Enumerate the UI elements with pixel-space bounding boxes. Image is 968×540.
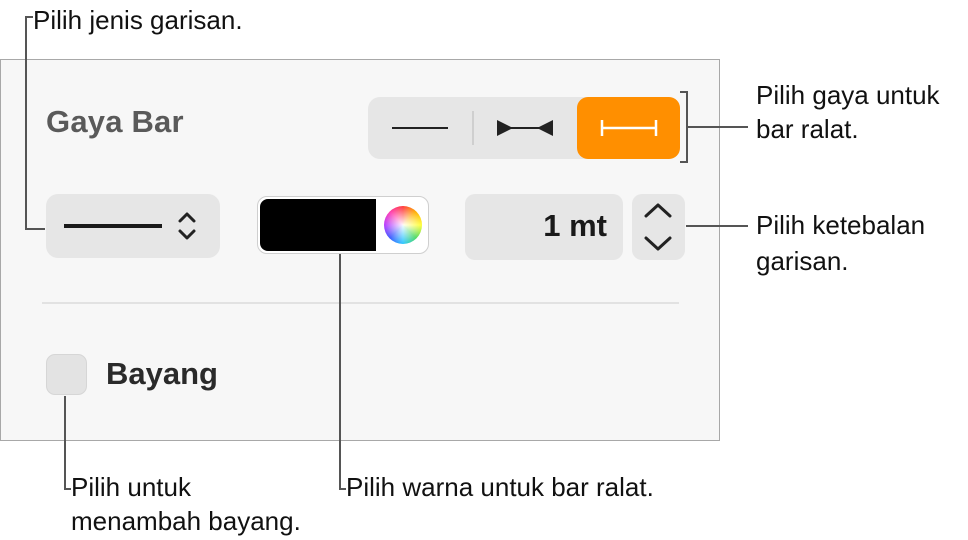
callout-color: Pilih warna untuk bar ralat. [346, 472, 654, 502]
style-end-cap-line-button[interactable] [577, 97, 680, 159]
callout-thickness-line1: Pilih ketebalan [756, 210, 926, 240]
callout-color-tick [339, 488, 346, 490]
line-thickness-field[interactable]: 1 mt [465, 194, 623, 260]
callout-shadow-line2: menambah bayang. [71, 506, 301, 536]
callout-line-type-tick [25, 16, 33, 18]
callout-line-type-leader [25, 16, 27, 230]
callout-line-type: Pilih jenis garisan. [33, 5, 243, 35]
color-swatch[interactable] [260, 199, 376, 251]
callout-bar-style-line2: bar ralat. [756, 114, 859, 144]
arrowhead-line-icon [497, 120, 553, 136]
shadow-checkbox[interactable] [46, 354, 87, 395]
segment-divider [472, 111, 474, 145]
line-thickness-value: 1 mt [543, 208, 607, 243]
plain-line-icon [392, 127, 448, 129]
section-divider [42, 302, 679, 304]
line-color-well[interactable] [257, 196, 429, 254]
callout-thickness-leader [686, 225, 748, 227]
chevron-up-down-icon [178, 212, 196, 240]
callout-thickness-line2: garisan. [756, 246, 849, 276]
stepper-arrows-icon [644, 203, 672, 251]
shadow-checkbox-label: Bayang [106, 356, 218, 391]
callout-shadow-tick [64, 488, 71, 490]
bar-style-segmented-control [368, 97, 680, 159]
callout-shadow-leader [64, 396, 66, 490]
callout-line-type-connector [25, 228, 45, 230]
callout-color-leader [339, 254, 341, 490]
line-type-popup[interactable] [46, 194, 220, 258]
bracket-bottom [680, 161, 688, 163]
callout-shadow-line1: Pilih untuk [71, 472, 191, 502]
solid-line-preview-icon [64, 224, 162, 228]
color-wheel-icon[interactable] [384, 206, 422, 244]
line-thickness-stepper[interactable] [632, 194, 685, 260]
section-title: Gaya Bar [46, 104, 184, 139]
style-plain-line-button[interactable] [368, 97, 472, 159]
style-arrowhead-line-button[interactable] [474, 97, 576, 159]
callout-bar-style-line1: Pilih gaya untuk [756, 80, 940, 110]
bracket-top [680, 91, 688, 93]
bracket-vertical [686, 91, 688, 163]
callout-bar-style-leader [688, 126, 748, 128]
end-cap-line-icon [600, 120, 657, 136]
